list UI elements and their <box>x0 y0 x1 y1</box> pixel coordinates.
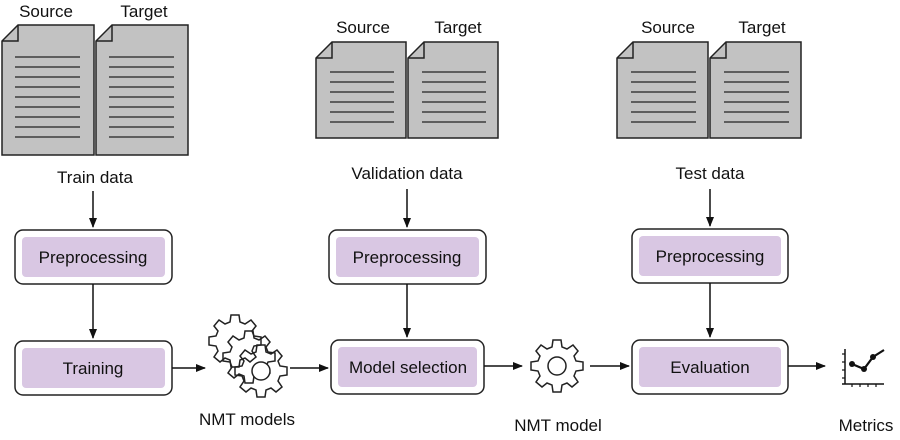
metrics-chart-icon <box>842 349 885 387</box>
training-box: Training <box>14 340 173 396</box>
train-source-label: Source <box>19 2 73 21</box>
model-selection-box: Model selection <box>330 339 485 395</box>
nmt-models-label: NMT models <box>199 410 295 429</box>
train-column: Source Target Train data <box>1 2 189 396</box>
train-preprocessing-box: Preprocessing <box>14 229 173 285</box>
train-target-document-icon <box>95 24 189 156</box>
train-data-label: Train data <box>57 168 133 187</box>
validation-target-document-icon <box>407 41 499 139</box>
test-target-label: Target <box>738 18 786 37</box>
test-source-label: Source <box>641 18 695 37</box>
train-preprocessing-label: Preprocessing <box>39 248 148 267</box>
validation-column: Source Target Validation data <box>315 18 499 395</box>
test-source-document-icon <box>616 41 709 139</box>
metrics-label: Metrics <box>839 416 894 435</box>
train-source-document-icon <box>1 24 95 156</box>
test-preprocessing-label: Preprocessing <box>656 247 765 266</box>
gear-icon <box>530 339 584 393</box>
validation-data-label: Validation data <box>351 164 463 183</box>
model-selection-label: Model selection <box>349 358 467 377</box>
test-data-label: Test data <box>676 164 746 183</box>
test-target-document-icon <box>709 41 802 139</box>
validation-source-document-icon <box>315 41 407 139</box>
train-target-label: Target <box>120 2 168 21</box>
validation-source-label: Source <box>336 18 390 37</box>
validation-preprocessing-label: Preprocessing <box>353 248 462 267</box>
nmt-model-label: NMT model <box>514 416 602 435</box>
evaluation-label: Evaluation <box>670 358 749 377</box>
test-column: Source Target Test data Prepr <box>616 18 802 395</box>
test-preprocessing-box: Preprocessing <box>631 228 789 284</box>
gears-icon <box>208 314 288 398</box>
training-label: Training <box>63 359 124 378</box>
validation-target-label: Target <box>434 18 482 37</box>
evaluation-box: Evaluation <box>631 339 789 395</box>
validation-preprocessing-box: Preprocessing <box>328 229 487 285</box>
